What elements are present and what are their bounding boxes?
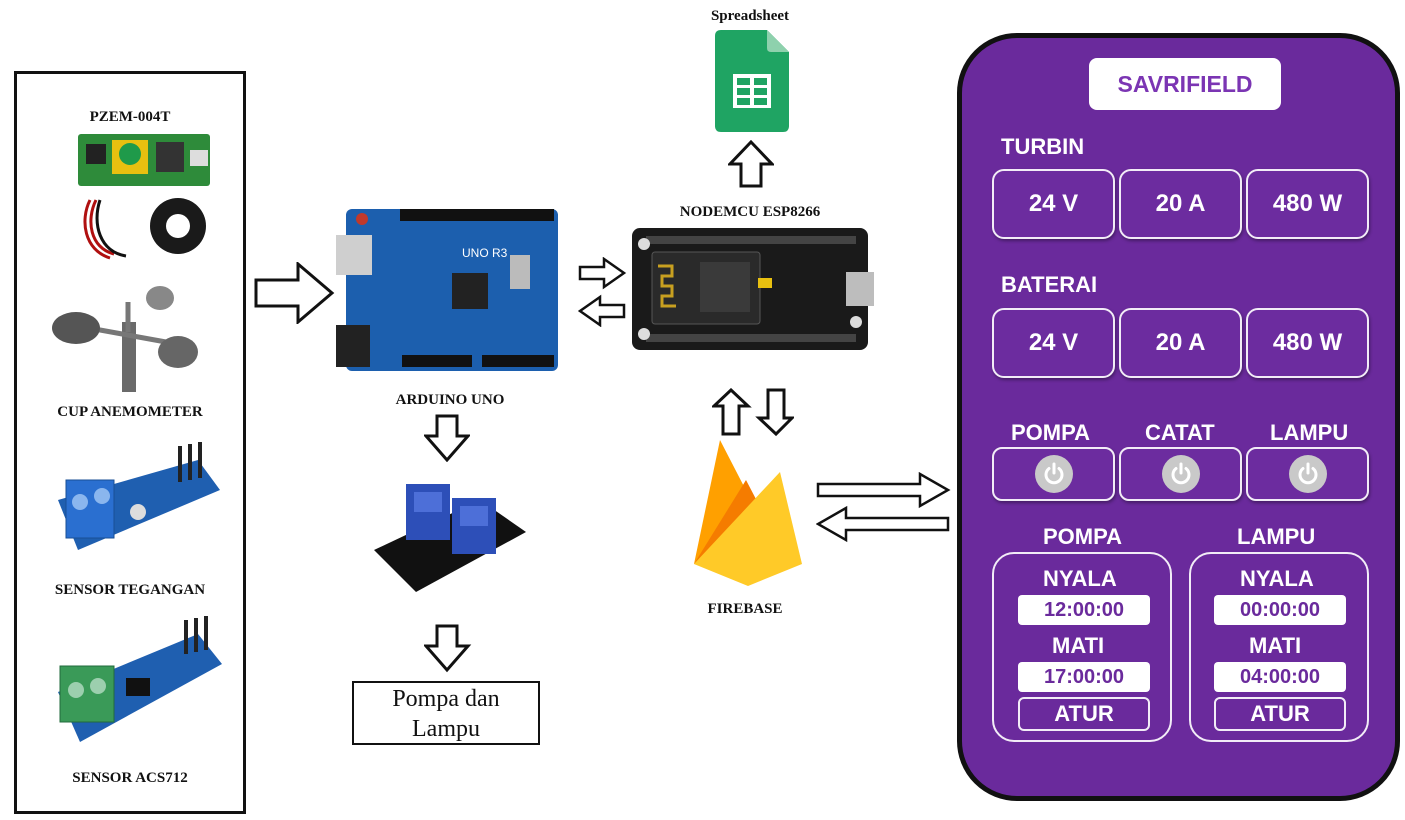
- catat-power-toggle[interactable]: [1119, 447, 1242, 501]
- schedule-pompa-panel: [992, 552, 1172, 742]
- schedule-lampu-off-time[interactable]: 04:00:00: [1214, 662, 1346, 692]
- toggle-pompa-label: POMPA: [1011, 420, 1091, 445]
- baterai-section-label: BATERAI: [1001, 272, 1098, 297]
- acs712-sensor-image: [58, 616, 222, 742]
- turbin-power-card: 480 W: [1246, 169, 1369, 239]
- power-icon: [1034, 455, 1073, 493]
- output-line1: Pompa dan: [392, 686, 500, 712]
- arrow-firebase-app-bidirectional: [816, 472, 951, 543]
- schedule-lampu-on-time[interactable]: 00:00:00: [1214, 595, 1346, 625]
- schedule-lampu-off-label: MATI: [1249, 633, 1302, 658]
- arduino-board-image: UNO R3: [336, 209, 558, 371]
- pzem-module-image: [78, 134, 210, 260]
- arrow-nodemcu-to-spreadsheet: [728, 140, 774, 188]
- arrow-arduino-nodemcu-bidirectional: [578, 257, 627, 327]
- arrow-arduino-to-relay: [424, 414, 470, 462]
- arduino-board-text: UNO R3: [462, 246, 508, 260]
- spreadsheet-icon: [715, 30, 789, 132]
- lampu-power-toggle[interactable]: [1246, 447, 1369, 501]
- turbin-voltage-card: 24 V: [992, 169, 1115, 239]
- acs712-sensor-label: SENSOR ACS712: [72, 770, 188, 786]
- arrow-nodemcu-firebase-bidirectional: [712, 388, 794, 437]
- anemometer-image: [52, 286, 198, 392]
- schedule-pompa-on-label: NYALA: [1043, 566, 1117, 591]
- firebase-logo-icon: [694, 440, 802, 586]
- output-line2: Lampu: [412, 716, 480, 742]
- pompa-power-toggle[interactable]: [992, 447, 1115, 501]
- anemometer-label: CUP ANEMOMETER: [57, 404, 203, 420]
- power-icon: [1161, 455, 1200, 493]
- baterai-power-card: 480 W: [1246, 308, 1369, 378]
- turbin-current-card: 20 A: [1119, 169, 1242, 239]
- schedule-lampu-title: LAMPU: [1237, 524, 1316, 549]
- voltage-sensor-label: SENSOR TEGANGAN: [54, 582, 206, 598]
- arrow-sensors-to-arduino: [254, 262, 335, 324]
- voltage-sensor-image: [58, 442, 220, 550]
- schedule-pompa-on-time[interactable]: 12:00:00: [1018, 595, 1150, 625]
- output-pump-lamp-box: Pompa dan Lampu: [352, 681, 540, 745]
- schedule-pompa-title: POMPA: [1043, 524, 1123, 549]
- schedule-lampu-set-button[interactable]: ATUR: [1214, 697, 1346, 731]
- pzem-label: PZEM-004T: [89, 109, 171, 125]
- nodemcu-label: NODEMCU ESP8266: [679, 204, 821, 220]
- arrow-relay-to-output: [424, 624, 472, 673]
- schedule-pompa-off-label: MATI: [1052, 633, 1105, 658]
- schedule-pompa-off-time[interactable]: 17:00:00: [1018, 662, 1150, 692]
- schedule-lampu-on-label: NYALA: [1240, 566, 1314, 591]
- relay-module-image: [374, 484, 526, 592]
- schedule-lampu-panel: [1189, 552, 1369, 742]
- schedule-pompa-set-button[interactable]: ATUR: [1018, 697, 1150, 731]
- toggle-lampu-label: LAMPU: [1270, 420, 1349, 445]
- turbin-section-label: TURBIN: [1001, 134, 1085, 159]
- arduino-label: ARDUINO UNO: [395, 392, 505, 408]
- spreadsheet-label: Spreadsheet: [710, 8, 790, 24]
- nodemcu-board-image: [632, 228, 874, 350]
- baterai-voltage-card: 24 V: [992, 308, 1115, 378]
- power-icon: [1288, 455, 1327, 493]
- baterai-current-card: 20 A: [1119, 308, 1242, 378]
- app-title: SAVRIFIELD: [1089, 58, 1281, 110]
- firebase-label: FIREBASE: [707, 601, 783, 617]
- toggle-catat-label: CATAT: [1145, 420, 1215, 445]
